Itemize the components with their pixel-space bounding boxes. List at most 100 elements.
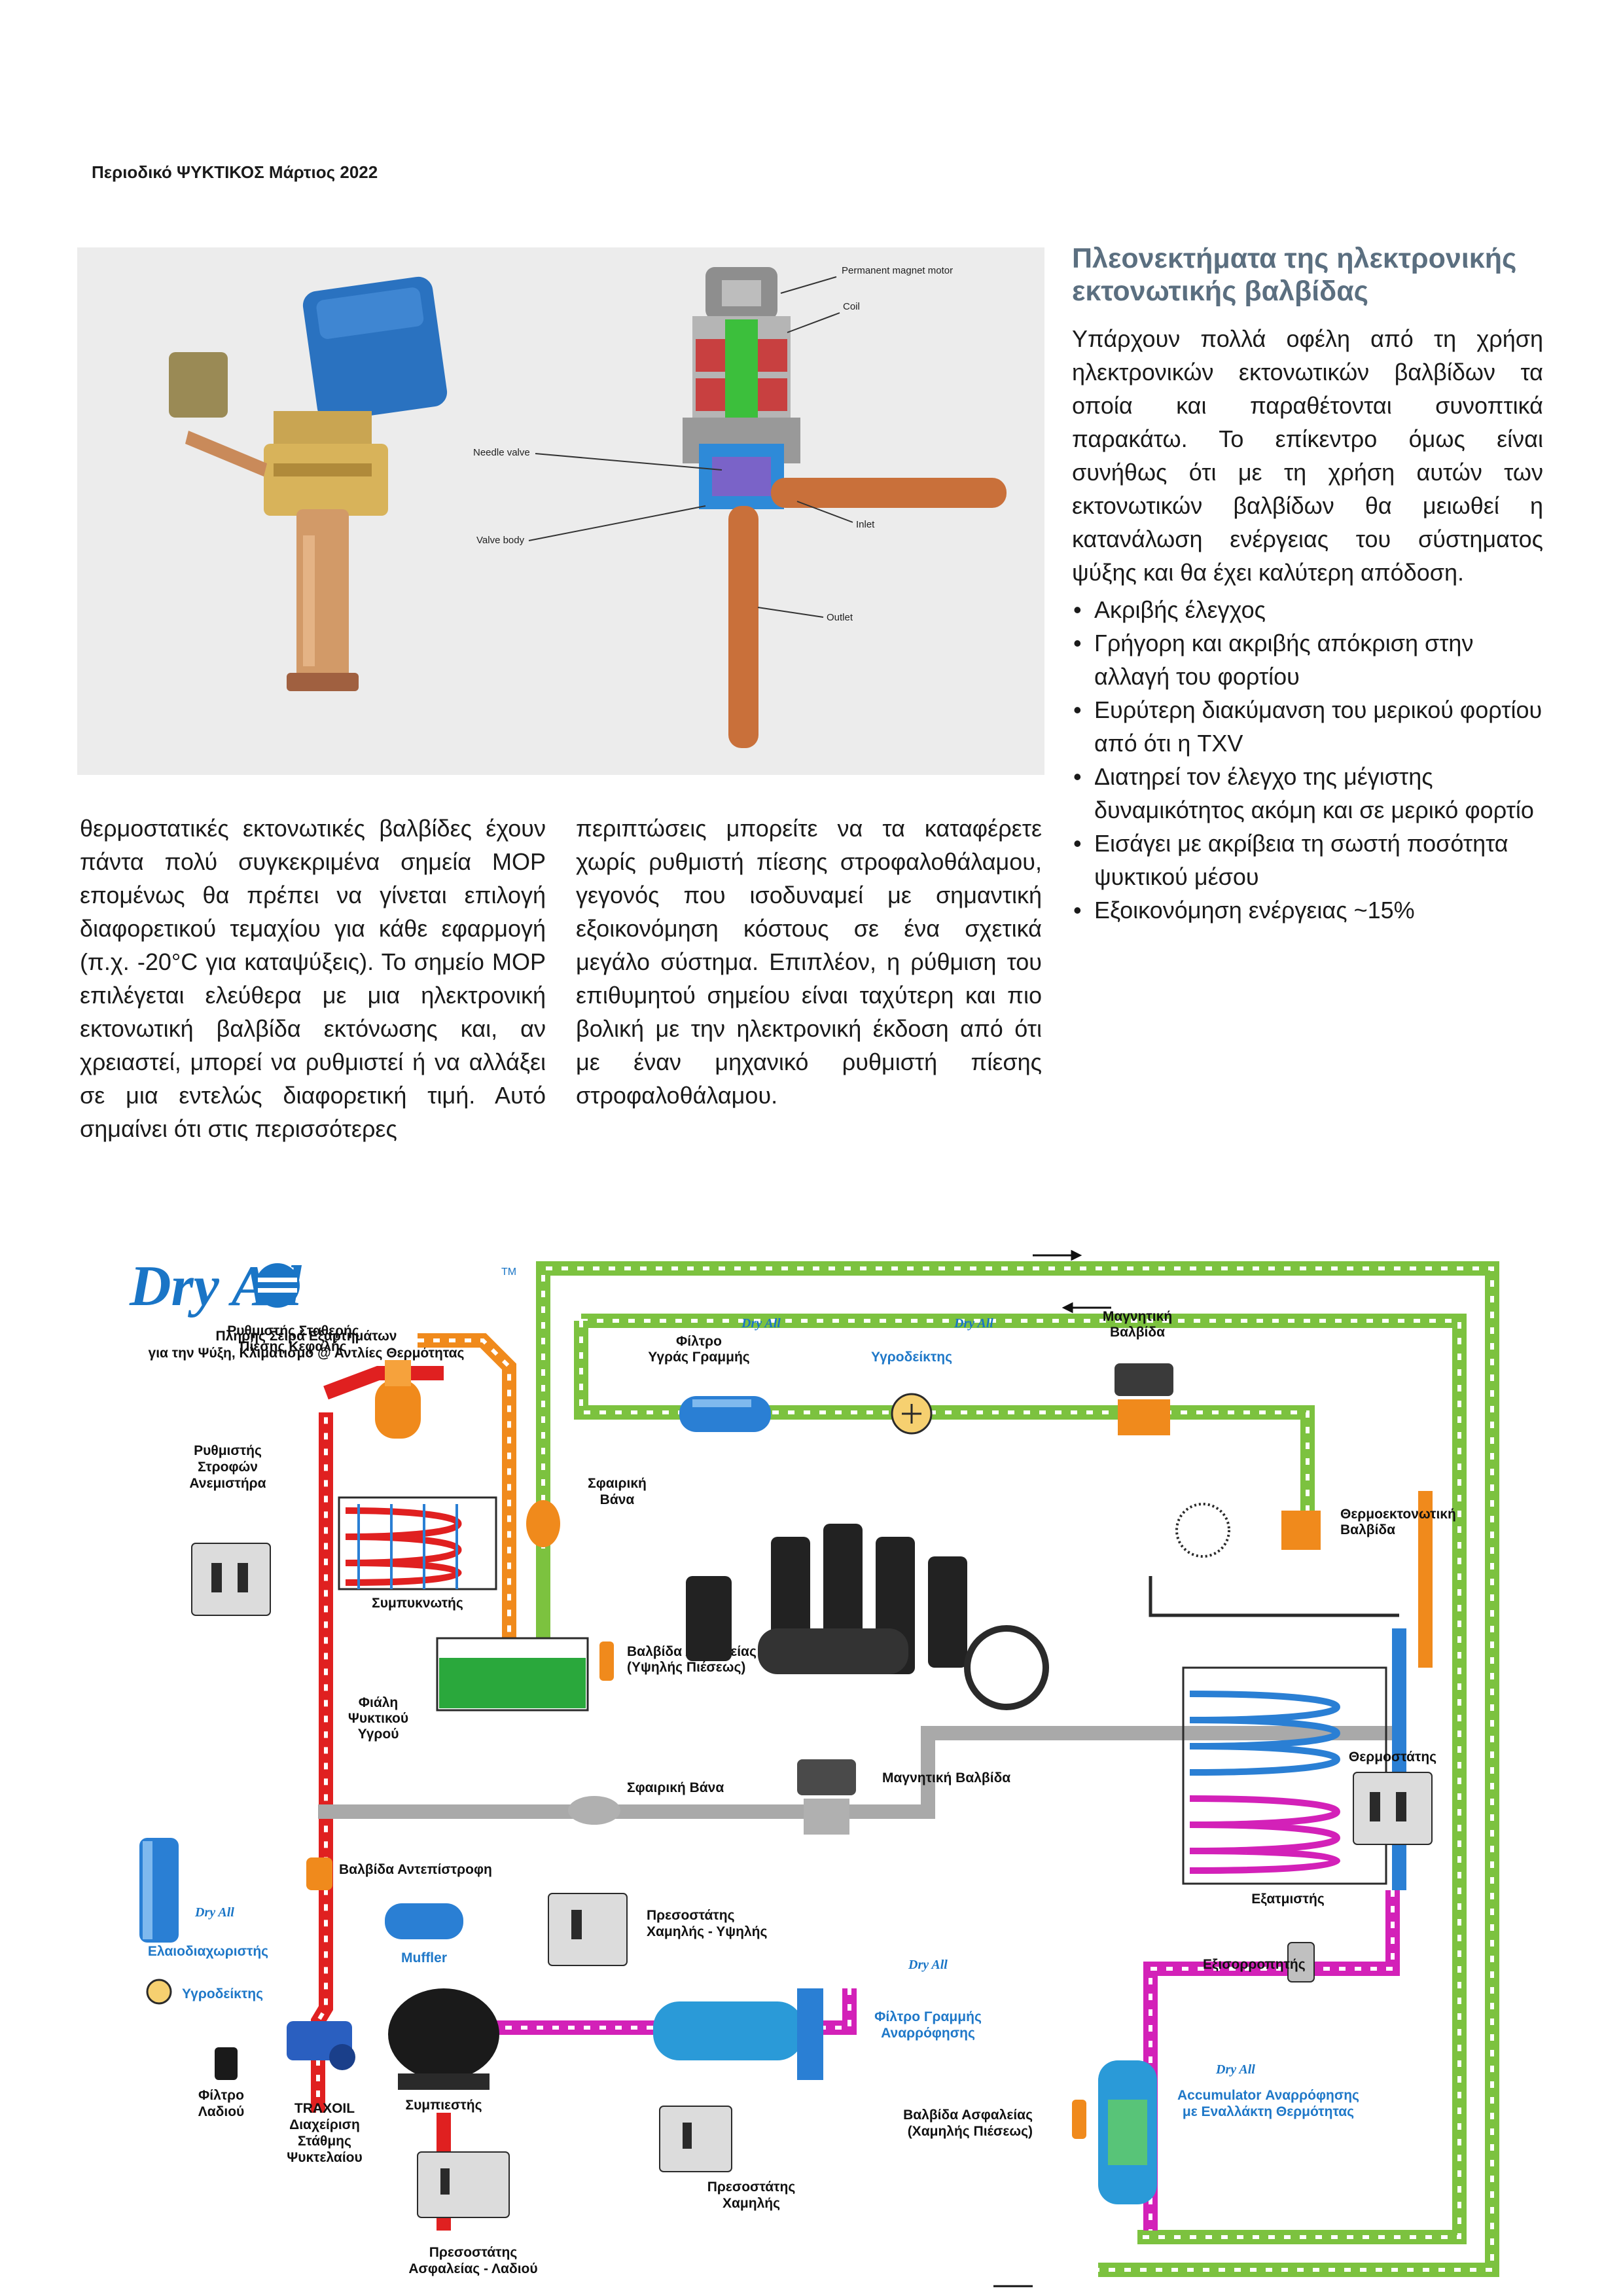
mini-brand-marker: Dry All xyxy=(908,1958,948,1972)
label-head-regulator-2: Πίεσης Κεφαλής xyxy=(240,1339,346,1354)
label-outlet: Outlet xyxy=(827,612,853,623)
liquid-receiver xyxy=(436,1637,589,1712)
flow-arrows xyxy=(993,1249,1111,2287)
advantage-item: Εισάγει με ακρίβεια τη σωστή ποσότητα ψυ… xyxy=(1072,827,1543,893)
valve-cutaway-diagram xyxy=(528,267,1007,748)
label-receiver-2: Ψυκτικού xyxy=(348,1711,408,1726)
label-suction-filter-1: Φίλτρο Γραμμής xyxy=(874,2009,982,2024)
label-low-ps-2: Χαμηλής xyxy=(722,2196,780,2211)
label-suction-filter-2: Αναρρόφησης xyxy=(881,2026,975,2041)
label-oil-filter-2: Λαδιού xyxy=(198,2104,245,2119)
mini-brand-marker: Dry All xyxy=(954,1316,993,1331)
label-thermostat: Θερμοστάτης xyxy=(1349,1749,1436,1765)
advantage-item: Εξοικονόμηση ενέργειας ~15% xyxy=(1072,893,1543,927)
sight-glass-top xyxy=(891,1393,933,1435)
thermo-expansion-valve xyxy=(1175,1503,1321,1558)
mini-brand-marker: Dry All xyxy=(1215,2062,1255,2077)
magazine-header: Περιοδικό ΨΥΚΤΙΚΟΣ Μάρτιος 2022 xyxy=(92,162,378,182)
label-liquid-filter-1: Φίλτρο xyxy=(676,1334,722,1349)
label-coil: Coil xyxy=(843,301,860,312)
label-sight-glass-oil: Υγροδείκτης xyxy=(182,1986,263,2001)
label-inlet: Inlet xyxy=(856,519,875,530)
label-sight-glass-top: Υγροδείκτης xyxy=(871,1350,952,1365)
low-pressure-relief-valve xyxy=(1072,2100,1086,2139)
label-relief-low-1: Βαλβίδα Ασφαλείας xyxy=(903,2108,1033,2123)
label-dual-ps-2: Χαμηλής - Υψηλής xyxy=(647,1924,767,1939)
label-traxoil-3: Στάθμης xyxy=(298,2134,351,2149)
solenoid-valve-mid xyxy=(797,1759,856,1835)
traxoil-unit xyxy=(287,2021,355,2070)
label-receiver-3: Υγρού xyxy=(358,1727,399,1742)
liquid-line-filter xyxy=(679,1396,771,1432)
label-compressor: Συμπιεστής xyxy=(405,2098,482,2113)
tagline-line-2: για την Ψύξη, Κλιματισμό @ Αντλίες Θερμό… xyxy=(149,1346,465,1361)
body-column-1: θερμοστατικές εκτονωτικές βαλβίδες έχουν… xyxy=(80,815,546,1142)
advantage-item: Διατηρεί τον έλεγχο της μέγιστης δυναμικ… xyxy=(1072,760,1543,827)
condensed-line xyxy=(418,1333,1433,1668)
trademark: TM xyxy=(501,1266,516,1278)
body-column-2: περιπτώσεις μπορείτε να τα καταφέρετε χω… xyxy=(576,815,1042,1109)
tagline-line-1: Πλήρης Σειρά Εξαρτημάτων xyxy=(216,1329,397,1344)
expansion-valve-photo xyxy=(169,276,448,691)
label-condenser: Συμπυκνωτής xyxy=(372,1596,463,1611)
label-ball-valve-v-1: Σφαιρική xyxy=(588,1476,647,1491)
permanent-magnet-label: Permanent magnet motor xyxy=(842,265,953,276)
condenser-coil xyxy=(338,1496,497,1590)
label-muffler: Muffler xyxy=(401,1950,447,1965)
thermostat-box xyxy=(1353,1772,1433,1845)
label-ball-valve-v-2: Βάνα xyxy=(600,1492,635,1507)
label-needle-valve: Needle valve xyxy=(473,447,530,458)
label-equalizer: Εξισορροπητής xyxy=(1203,1957,1306,1972)
label-solenoid-top-1: Μαγνητική xyxy=(1103,1309,1172,1324)
suction-accumulator xyxy=(1098,2060,1157,2204)
label-traxoil-1: TRAXOIL xyxy=(294,2101,355,2116)
advantages-section: Πλεονεκτήματα της ηλεκτρονικής εκτονωτικ… xyxy=(1072,242,1543,927)
sight-glass-oil xyxy=(146,1979,172,2005)
label-solenoid-top-2: Βαλβίδα xyxy=(1110,1325,1165,1340)
oil-safety-pressure-switch xyxy=(417,2151,510,2218)
expansion-valve-photo-panel: Permanent magnet motor Coil Needle valve… xyxy=(77,247,1044,775)
label-txv-2: Βαλβίδα xyxy=(1340,1522,1395,1537)
label-fan-regulator-3: Ανεμιστήρα xyxy=(189,1476,266,1491)
head-pressure-regulator xyxy=(375,1360,421,1439)
evaporator-coil xyxy=(1182,1666,1387,1885)
advantage-item: Ευρύτερη διακύμανση του μερικού φορτίου … xyxy=(1072,693,1543,760)
mini-brand-marker: Dry All xyxy=(741,1316,781,1331)
label-accumulator-2: με Εναλλάκτη Θερμότητας xyxy=(1183,2104,1354,2119)
compressor xyxy=(388,1988,499,2090)
label-oil-filter-1: Φίλτρο xyxy=(198,2088,244,2103)
advantage-item: Ακριβής έλεγχος xyxy=(1072,593,1543,626)
mini-brand-marker: Dry All xyxy=(194,1905,234,1920)
check-valve xyxy=(306,1857,332,1890)
muffler xyxy=(385,1903,463,1939)
label-relief-low-2: (Χαμηλής Πιέσεως) xyxy=(908,2124,1033,2139)
equalizer-device xyxy=(1287,1942,1315,1982)
equalizer-line xyxy=(318,1576,1399,1819)
label-ball-valve-h: Σφαιρική Βάνα xyxy=(627,1780,724,1795)
label-fan-regulator-1: Ρυθμιστής xyxy=(194,1443,262,1458)
label-check-valve: Βαλβίδα Αντεπίστροφη xyxy=(339,1862,492,1877)
label-evaporator: Εξατμιστής xyxy=(1251,1892,1325,1907)
label-txv-1: Θερμοεκτονωτική xyxy=(1340,1507,1456,1522)
valve-illustration: Permanent magnet motor Coil Needle valve… xyxy=(169,265,1007,748)
high-pressure-relief-valve xyxy=(599,1641,614,1681)
suction-line-filter xyxy=(653,1988,823,2080)
product-cluster xyxy=(686,1524,1049,1710)
label-oil-separator: Ελαιοδιαχωριστής xyxy=(148,1944,268,1959)
label-permanent-magnet: Permanent magnet motor xyxy=(842,265,953,276)
advantage-item: Γρήγορη και ακριβής απόκριση στην αλλαγή… xyxy=(1072,626,1543,693)
oil-separator xyxy=(139,1838,179,1943)
oil-filter xyxy=(215,2047,238,2080)
ball-valve-horizontal xyxy=(568,1796,620,1825)
solenoid-valve-top xyxy=(1115,1363,1173,1435)
label-solenoid-mid: Μαγνητική Βαλβίδα xyxy=(882,1770,1010,1785)
dry-all-logo: Dry All TM xyxy=(129,1255,516,1318)
ball-valve-vertical xyxy=(526,1500,560,1547)
advantages-list: Ακριβής έλεγχος Γρήγορη και ακριβής απόκ… xyxy=(1072,593,1543,927)
label-traxoil-4: Ψυκτελαίου xyxy=(287,2150,362,2165)
label-traxoil-2: Διαχείριση xyxy=(289,2117,360,2132)
liquid-line xyxy=(536,1261,1499,2277)
label-low-ps-1: Πρεσοστάτης xyxy=(707,2179,796,2195)
low-pressure-switch xyxy=(659,2106,732,2172)
label-dual-ps-1: Πρεσοστάτης xyxy=(647,1908,735,1923)
